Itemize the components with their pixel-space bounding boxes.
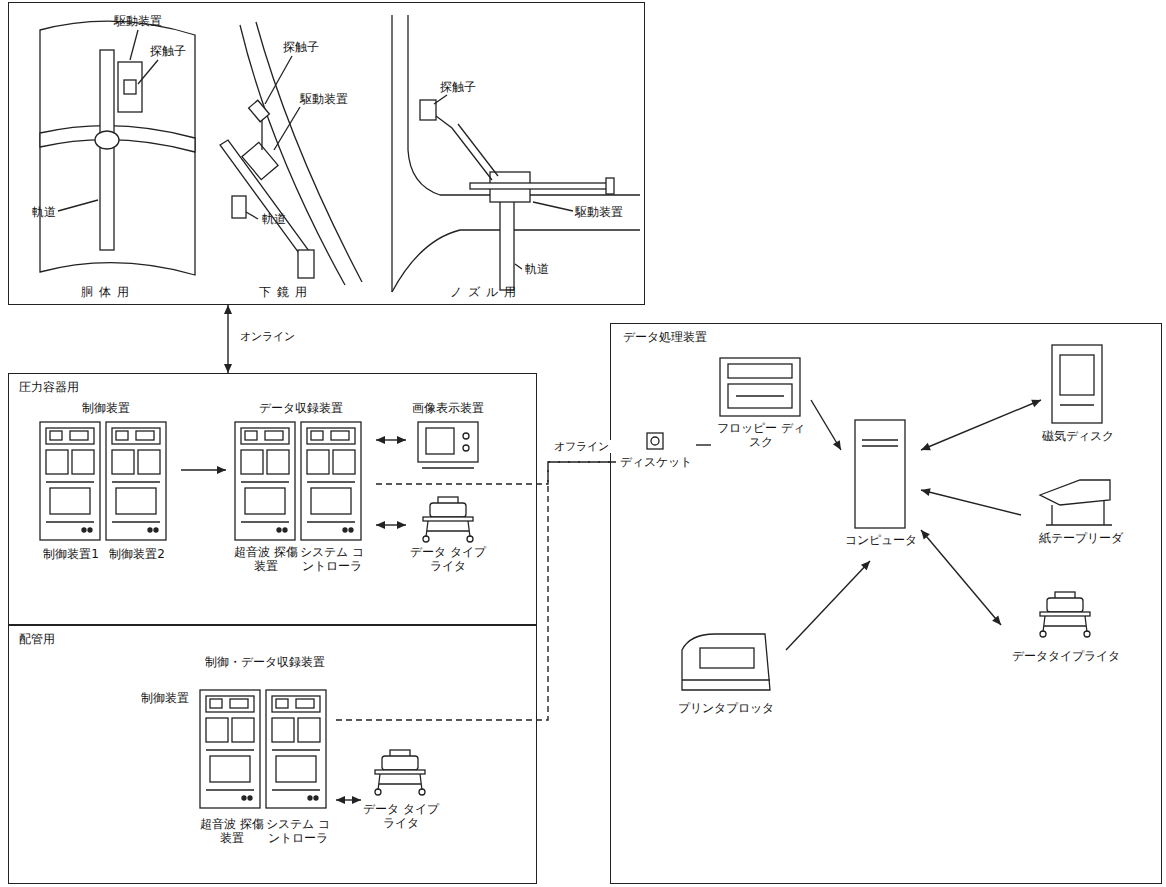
connector (376, 436, 406, 444)
connector (336, 796, 361, 804)
connector-line (227, 305, 228, 373)
frame-box: 胴体用 下鏡用 ノズル用 (8, 2, 645, 305)
connector-line (376, 462, 616, 484)
node-text: データ タイプライタ (408, 545, 488, 573)
arrowhead (224, 305, 232, 314)
arrowhead (397, 436, 406, 444)
group-box: 圧力容器用制御装置制御装置1 制御装置2 データ収録装置超音波 探傷装置システム コ… (8, 373, 537, 625)
edge-label: オンライン (238, 330, 297, 343)
part-label: 軌道 (32, 205, 56, 219)
arrowhead (921, 443, 931, 450)
arrowhead (352, 796, 361, 804)
group-heading: データ処理装置 (623, 330, 707, 344)
node-text: システム コントローラ (300, 545, 364, 573)
connector (376, 462, 616, 484)
connector-line (921, 490, 1021, 515)
connector-line (336, 462, 616, 720)
part-label: 駆動装置 (114, 14, 162, 28)
equipment: ディスケット (616, 433, 696, 483)
node-text: 制御装置1 (43, 547, 99, 561)
equipment: プリンタプロッタ (666, 631, 786, 731)
node-text: 制御・データ収録装置 (205, 655, 325, 669)
node-text: 制御装置 (141, 691, 189, 705)
node-text: 制御装置2 (109, 547, 165, 561)
connector-line (696, 444, 711, 445)
arrowhead (336, 796, 345, 804)
node-text: データ収録装置 (259, 401, 343, 415)
connector (336, 462, 616, 720)
arrowhead (921, 530, 930, 539)
connector-line (786, 561, 870, 650)
connector (224, 305, 232, 373)
part-label: 駆動装置 (575, 205, 623, 219)
node-text: プリンタプロッタ (678, 701, 774, 715)
equipment: フロッピー ディスク (711, 353, 811, 463)
arrowhead (833, 440, 841, 450)
group-heading: 圧力容器用 (19, 380, 79, 394)
node-text: 超音波 探傷装置 (200, 817, 264, 845)
node-text: ディスケット (620, 455, 692, 469)
connector (696, 445, 711, 446)
equipment: データ タイプライタ (361, 746, 443, 851)
equipment: コンピュータ (841, 419, 921, 561)
connector (921, 400, 1041, 450)
node-text: 紙テープリーダ (1039, 531, 1123, 545)
arrowhead (861, 561, 870, 570)
connector (921, 488, 1021, 515)
node-text: データタイプライタ (1012, 649, 1120, 663)
arrowhead (376, 521, 385, 529)
group-heading: 配管用 (19, 632, 55, 646)
part-label: 駆動装置 (300, 92, 348, 106)
equipment: 画像表示装置 (406, 401, 491, 475)
part-label: 軌道 (525, 262, 549, 276)
connector (786, 561, 870, 650)
node-text: データ タイプライタ (362, 802, 440, 830)
node-text: フロッピー ディスク (713, 421, 809, 449)
node-text: 胴体用 (81, 285, 135, 299)
connector-line (811, 400, 841, 450)
node-text: 超音波 探傷装置 (234, 545, 298, 573)
equipment: データタイプライタ (1001, 591, 1131, 676)
node-text: コンピュータ (845, 533, 917, 547)
arrowhead (921, 488, 931, 496)
edge-label: オフライン (552, 440, 611, 453)
illustration-panel: ノズル用 (386, 9, 641, 304)
arrowhead (1031, 400, 1041, 407)
part-label: 探触子 (283, 40, 319, 54)
group-box: 配管用制御・データ収録装置制御装置超音波 探傷装置システム コントローラデータ … (8, 625, 537, 884)
part-label: 探触子 (440, 80, 476, 94)
group-box: データ処理装置ディスケット フロッピー ディスクコンピュータ 磁気ディスク紙テープリ… (610, 323, 1162, 884)
equipment: 制御・データ収録装置制御装置超音波 探傷装置システム コントローラ (71, 651, 336, 851)
connector-line (921, 530, 1001, 625)
part-label: 探触子 (150, 44, 186, 58)
node-text: ノズル用 (450, 285, 522, 299)
equipment: 紙テープリーダ (1021, 471, 1141, 561)
node-text: 制御装置 (82, 401, 130, 415)
equipment: データ収録装置超音波 探傷装置システム コントローラ (226, 401, 376, 577)
connector-line (921, 400, 1041, 450)
connector (811, 400, 841, 450)
arrowhead (224, 364, 232, 373)
equipment: 磁気ディスク (1041, 341, 1116, 451)
arrowhead (992, 616, 1001, 625)
node-text: 下鏡用 (259, 285, 313, 299)
node-text: 画像表示装置 (412, 401, 484, 415)
node-text: 磁気ディスク (1042, 429, 1114, 443)
equipment: 制御装置制御装置1 制御装置2 (31, 401, 181, 577)
node-text: システム コントローラ (266, 817, 330, 845)
connector (376, 521, 406, 529)
arrowhead (376, 436, 385, 444)
connector (181, 466, 226, 474)
connector (921, 530, 1001, 625)
equipment: データ タイプライタ (406, 495, 491, 577)
arrowhead (217, 466, 226, 474)
part-label: 軌道 (262, 212, 286, 226)
arrowhead (397, 521, 406, 529)
